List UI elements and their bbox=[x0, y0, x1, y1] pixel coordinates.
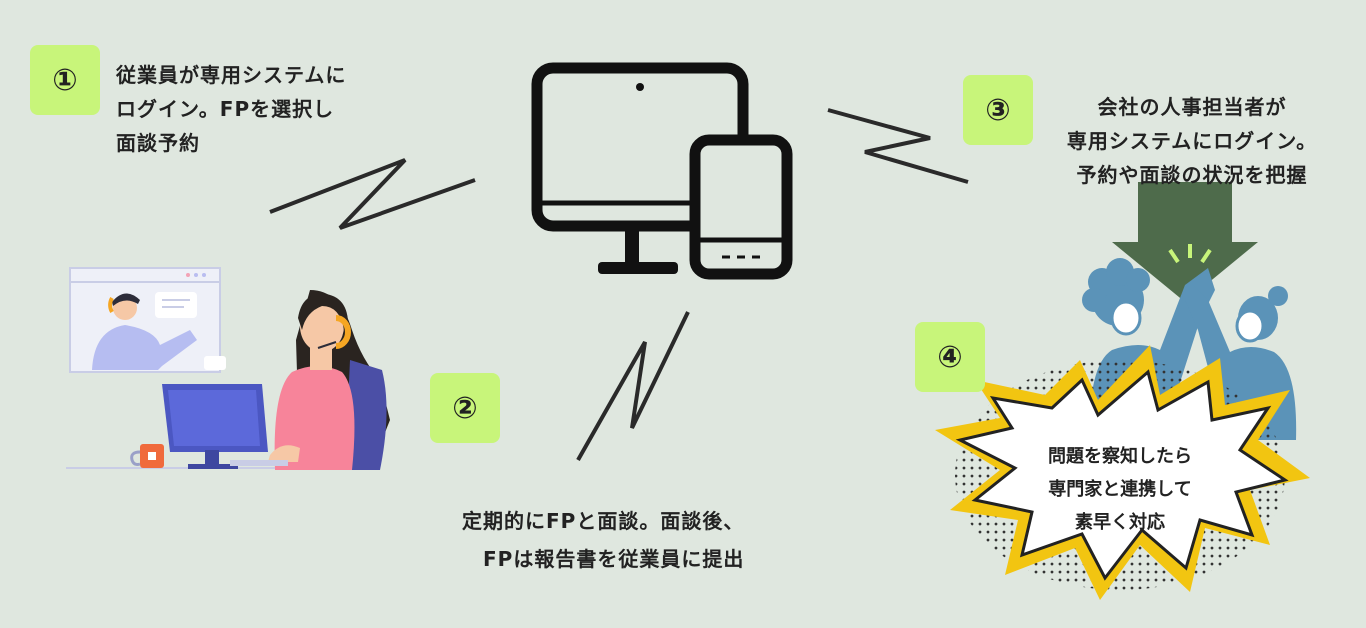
step-3-badge: ③ bbox=[963, 75, 1033, 145]
step-4-badge: ④ bbox=[915, 322, 985, 392]
step-4-text: 問題を察知したら 専門家と連携して 素早く対応 bbox=[1020, 440, 1220, 539]
step-3-line-3: 予約や面談の状況を把握 bbox=[1032, 158, 1352, 192]
step-2-badge: ② bbox=[430, 373, 500, 443]
step-4-line-1: 問題を察知したら bbox=[1020, 440, 1220, 473]
computer-device-icon bbox=[537, 68, 787, 274]
step-4-line-3: 素早く対応 bbox=[1020, 506, 1220, 539]
step-2-text: 定期的にFPと面談。面談後、 FPは報告書を従業員に提出 bbox=[462, 502, 744, 578]
zigzag-line-3 bbox=[828, 110, 968, 182]
step-3-line-1: 会社の人事担当者が bbox=[1032, 90, 1352, 124]
step-3-line-2: 専用システムにログイン。 bbox=[1032, 124, 1352, 158]
step-2-line-2: FPは報告書を従業員に提出 bbox=[462, 540, 744, 578]
step-1-line-1: 従業員が専用システムに bbox=[116, 58, 346, 92]
step-1-line-3: 面談予約 bbox=[116, 126, 346, 160]
zigzag-line-2 bbox=[578, 312, 688, 460]
zigzag-line-1 bbox=[270, 160, 475, 228]
step-4-line-2: 専門家と連携して bbox=[1020, 473, 1220, 506]
step-2-line-1: 定期的にFPと面談。面談後、 bbox=[462, 502, 744, 540]
step-1-line-2: ログイン。FPを選択し bbox=[116, 92, 346, 126]
step-1-badge: ① bbox=[30, 45, 100, 115]
step-1-text: 従業員が専用システムに ログイン。FPを選択し 面談予約 bbox=[116, 58, 346, 160]
step-3-text: 会社の人事担当者が 専用システムにログイン。 予約や面談の状況を把握 bbox=[1032, 90, 1352, 192]
video-call-illustration bbox=[66, 268, 390, 470]
